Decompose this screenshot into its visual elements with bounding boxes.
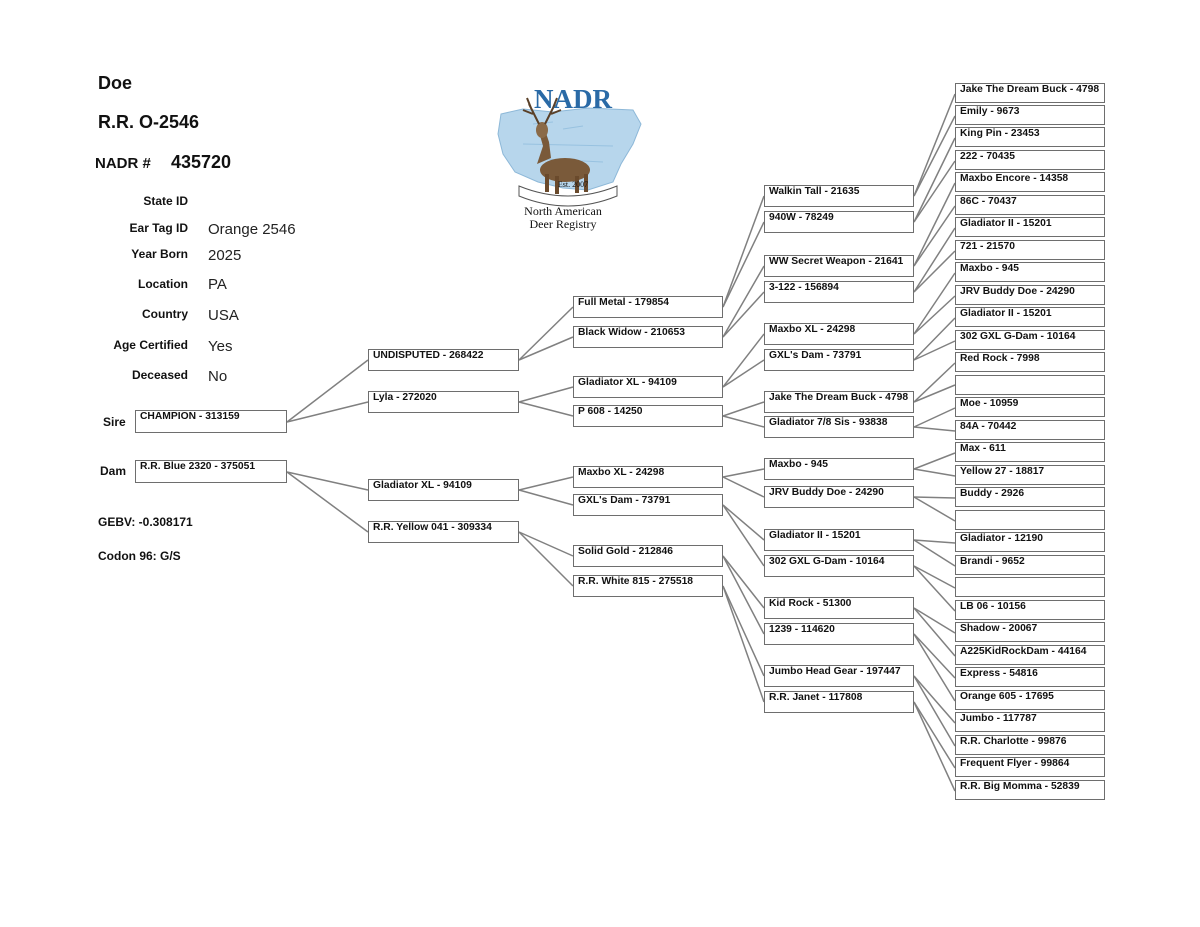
- pedigree-box-gen5[interactable]: R.R. Big Momma - 52839: [955, 780, 1105, 800]
- pedigree-box-gen5[interactable]: 86C - 70437: [955, 195, 1105, 215]
- pedigree-box-gen5[interactable]: Max - 611: [955, 442, 1105, 462]
- pedigree-box-gen2[interactable]: R.R. Yellow 041 - 309334: [368, 521, 519, 543]
- pedigree-box-gen5[interactable]: LB 06 - 10156: [955, 600, 1105, 620]
- pedigree-box-gen5[interactable]: Brandi - 9652: [955, 555, 1105, 575]
- pedigree-box-gen4[interactable]: 3-122 - 156894: [764, 281, 914, 303]
- pedigree-box-gen5[interactable]: [955, 510, 1105, 530]
- pedigree-box-gen5[interactable]: Maxbo - 945: [955, 262, 1105, 282]
- sire-label: Sire: [103, 415, 126, 429]
- year-born-value: 2025: [208, 247, 242, 264]
- pedigree-box-gen5[interactable]: Express - 54816: [955, 667, 1105, 687]
- pedigree-box-gen4[interactable]: 940W - 78249: [764, 211, 914, 233]
- pedigree-box-gen3[interactable]: P 608 - 14250: [573, 405, 723, 427]
- pedigree-box-gen5[interactable]: King Pin - 23453: [955, 127, 1105, 147]
- year-born-label: Year Born: [131, 247, 188, 261]
- pedigree-box-gen5[interactable]: 84A - 70442: [955, 420, 1105, 440]
- country-value: USA: [208, 307, 239, 324]
- pedigree-box-gen5[interactable]: JRV Buddy Doe - 24290: [955, 285, 1105, 305]
- pedigree-box-gen4[interactable]: GXL's Dam - 73791: [764, 349, 914, 371]
- logo-line1: North American: [524, 204, 602, 218]
- pedigree-box-gen4[interactable]: 302 GXL G-Dam - 10164: [764, 555, 914, 577]
- pedigree-box-gen5[interactable]: Frequent Flyer - 99864: [955, 757, 1105, 777]
- pedigree-box-gen3[interactable]: Solid Gold - 212846: [573, 545, 723, 567]
- pedigree-box-gen5[interactable]: Red Rock - 7998: [955, 352, 1105, 372]
- pedigree-box-gen3[interactable]: GXL's Dam - 73791: [573, 494, 723, 516]
- location-label: Location: [138, 277, 188, 291]
- nadr-label: NADR #: [95, 155, 151, 172]
- animal-name: R.R. O-2546: [98, 112, 200, 132]
- pedigree-box-gen4[interactable]: Maxbo - 945: [764, 458, 914, 480]
- pedigree-box-gen4[interactable]: JRV Buddy Doe - 24290: [764, 486, 914, 508]
- animal-sex: Doe: [98, 73, 133, 93]
- pedigree-box-gen4[interactable]: Gladiator II - 15201: [764, 529, 914, 551]
- pedigree-box-gen4[interactable]: 1239 - 114620: [764, 623, 914, 645]
- pedigree-box-gen3[interactable]: R.R. White 815 - 275518: [573, 575, 723, 597]
- country-label: Country: [142, 307, 188, 321]
- pedigree-box-gen5[interactable]: Gladiator II - 15201: [955, 307, 1105, 327]
- gebv-text: GEBV: -0.308171: [98, 515, 193, 529]
- logo-est: Est. 2007: [557, 180, 589, 189]
- pedigree-box-gen4[interactable]: WW Secret Weapon - 21641: [764, 255, 914, 277]
- pedigree-box-sire[interactable]: CHAMPION - 313159: [135, 410, 287, 433]
- pedigree-box-gen4[interactable]: Kid Rock - 51300: [764, 597, 914, 619]
- pedigree-box-gen5[interactable]: Gladiator - 12190: [955, 532, 1105, 552]
- pedigree-box-gen5[interactable]: 721 - 21570: [955, 240, 1105, 260]
- pedigree-box-gen5[interactable]: Maxbo Encore - 14358: [955, 172, 1105, 192]
- age-certified-label: Age Certified: [113, 338, 188, 352]
- dam-label: Dam: [100, 464, 127, 478]
- pedigree-box-dam[interactable]: R.R. Blue 2320 - 375051: [135, 460, 287, 483]
- pedigree-box-gen5[interactable]: Buddy - 2926: [955, 487, 1105, 507]
- pedigree-box-gen5[interactable]: A225KidRockDam - 44164: [955, 645, 1105, 665]
- pedigree-box-gen5[interactable]: Jake The Dream Buck - 4798: [955, 83, 1105, 103]
- pedigree-box-gen3[interactable]: Full Metal - 179854: [573, 296, 723, 318]
- pedigree-box-gen5[interactable]: Moe - 10959: [955, 397, 1105, 417]
- pedigree-box-gen5[interactable]: Yellow 27 - 18817: [955, 465, 1105, 485]
- pedigree-box-gen4[interactable]: Maxbo XL - 24298: [764, 323, 914, 345]
- pedigree-box-gen5[interactable]: Orange 605 - 17695: [955, 690, 1105, 710]
- pedigree-box-gen2[interactable]: UNDISPUTED - 268422: [368, 349, 519, 371]
- pedigree-box-gen5[interactable]: Gladiator II - 15201: [955, 217, 1105, 237]
- location-value: PA: [208, 276, 227, 293]
- nadr-logo: NADR Est. 2007 North American Deer Regis…: [493, 84, 648, 234]
- pedigree-box-gen5[interactable]: Jumbo - 117787: [955, 712, 1105, 732]
- state-id-label: State ID: [143, 194, 188, 208]
- pedigree-box-gen3[interactable]: Black Widow - 210653: [573, 326, 723, 348]
- pedigree-box-gen3[interactable]: Maxbo XL - 24298: [573, 466, 723, 488]
- pedigree-box-gen5[interactable]: Shadow - 20067: [955, 622, 1105, 642]
- pedigree-box-gen3[interactable]: Gladiator XL - 94109: [573, 376, 723, 398]
- pedigree-box-gen5[interactable]: Emily - 9673: [955, 105, 1105, 125]
- pedigree-box-gen2[interactable]: Lyla - 272020: [368, 391, 519, 413]
- pedigree-box-gen5[interactable]: 302 GXL G-Dam - 10164: [955, 330, 1105, 350]
- pedigree-box-gen4[interactable]: R.R. Janet - 117808: [764, 691, 914, 713]
- pedigree-box-gen4[interactable]: Gladiator 7/8 Sis - 93838: [764, 416, 914, 438]
- pedigree-box-gen4[interactable]: Jumbo Head Gear - 197447: [764, 665, 914, 687]
- ear-tag-value: Orange 2546: [208, 221, 296, 238]
- logo-title: NADR: [534, 84, 612, 114]
- deceased-value: No: [208, 368, 228, 385]
- age-certified-value: Yes: [208, 338, 233, 355]
- codon-text: Codon 96: G/S: [98, 549, 181, 563]
- ear-tag-label: Ear Tag ID: [129, 221, 188, 235]
- deceased-label: Deceased: [131, 368, 188, 382]
- pedigree-box-gen5[interactable]: 222 - 70435: [955, 150, 1105, 170]
- pedigree-box-gen4[interactable]: Walkin Tall - 21635: [764, 185, 914, 207]
- pedigree-box-gen4[interactable]: Jake The Dream Buck - 4798: [764, 391, 914, 413]
- nadr-number: 435720: [171, 152, 232, 172]
- pedigree-box-gen2[interactable]: Gladiator XL - 94109: [368, 479, 519, 501]
- logo-line2: Deer Registry: [529, 217, 597, 231]
- pedigree-box-gen5[interactable]: [955, 375, 1105, 395]
- pedigree-box-gen5[interactable]: R.R. Charlotte - 99876: [955, 735, 1105, 755]
- pedigree-box-gen5[interactable]: [955, 577, 1105, 597]
